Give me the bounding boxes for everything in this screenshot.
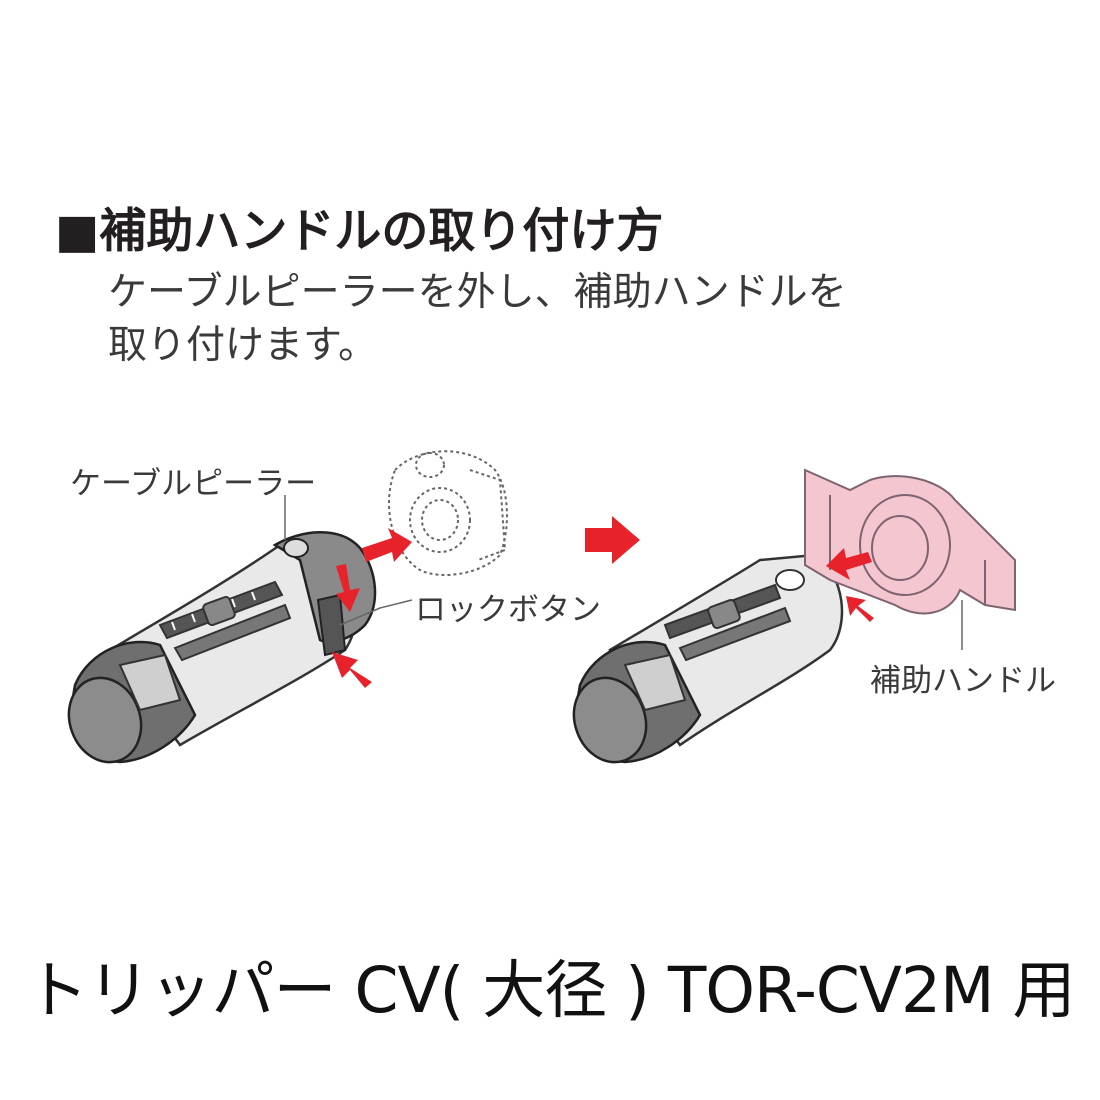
- aux-handle: [804, 468, 1016, 615]
- arrow-attach-handle: [826, 548, 872, 580]
- arrow-press-down: [336, 564, 360, 612]
- tool-bare: [572, 553, 844, 764]
- arrow-press-lock-right: [846, 596, 874, 622]
- step-arrow: [585, 516, 640, 564]
- label-aux-handle: 補助ハンドル: [870, 663, 1056, 699]
- instruction-line-2: 取り付けます。: [108, 323, 378, 368]
- instruction-line-1: ケーブルピーラーを外し、補助ハンドルを: [108, 270, 847, 315]
- leader-lock: [339, 599, 413, 626]
- section-heading: ■補助ハンドルの取り付け方: [55, 204, 664, 259]
- label-cable-peeler: ケーブルピーラー: [70, 466, 317, 502]
- tool-with-peeler: [67, 531, 377, 764]
- detached-peeler-ghost: [388, 450, 508, 576]
- arrow-press-lock: [332, 652, 372, 688]
- product-caption: トリッパー CV( 大径 ) TOR-CV2M 用: [25, 954, 1076, 1027]
- label-lock-button: ロックボタン: [415, 592, 601, 628]
- instruction-text: ケーブルピーラーを外し、補助ハンドルを 取り付けます。: [108, 266, 847, 372]
- arrow-remove-peeler: [362, 528, 412, 562]
